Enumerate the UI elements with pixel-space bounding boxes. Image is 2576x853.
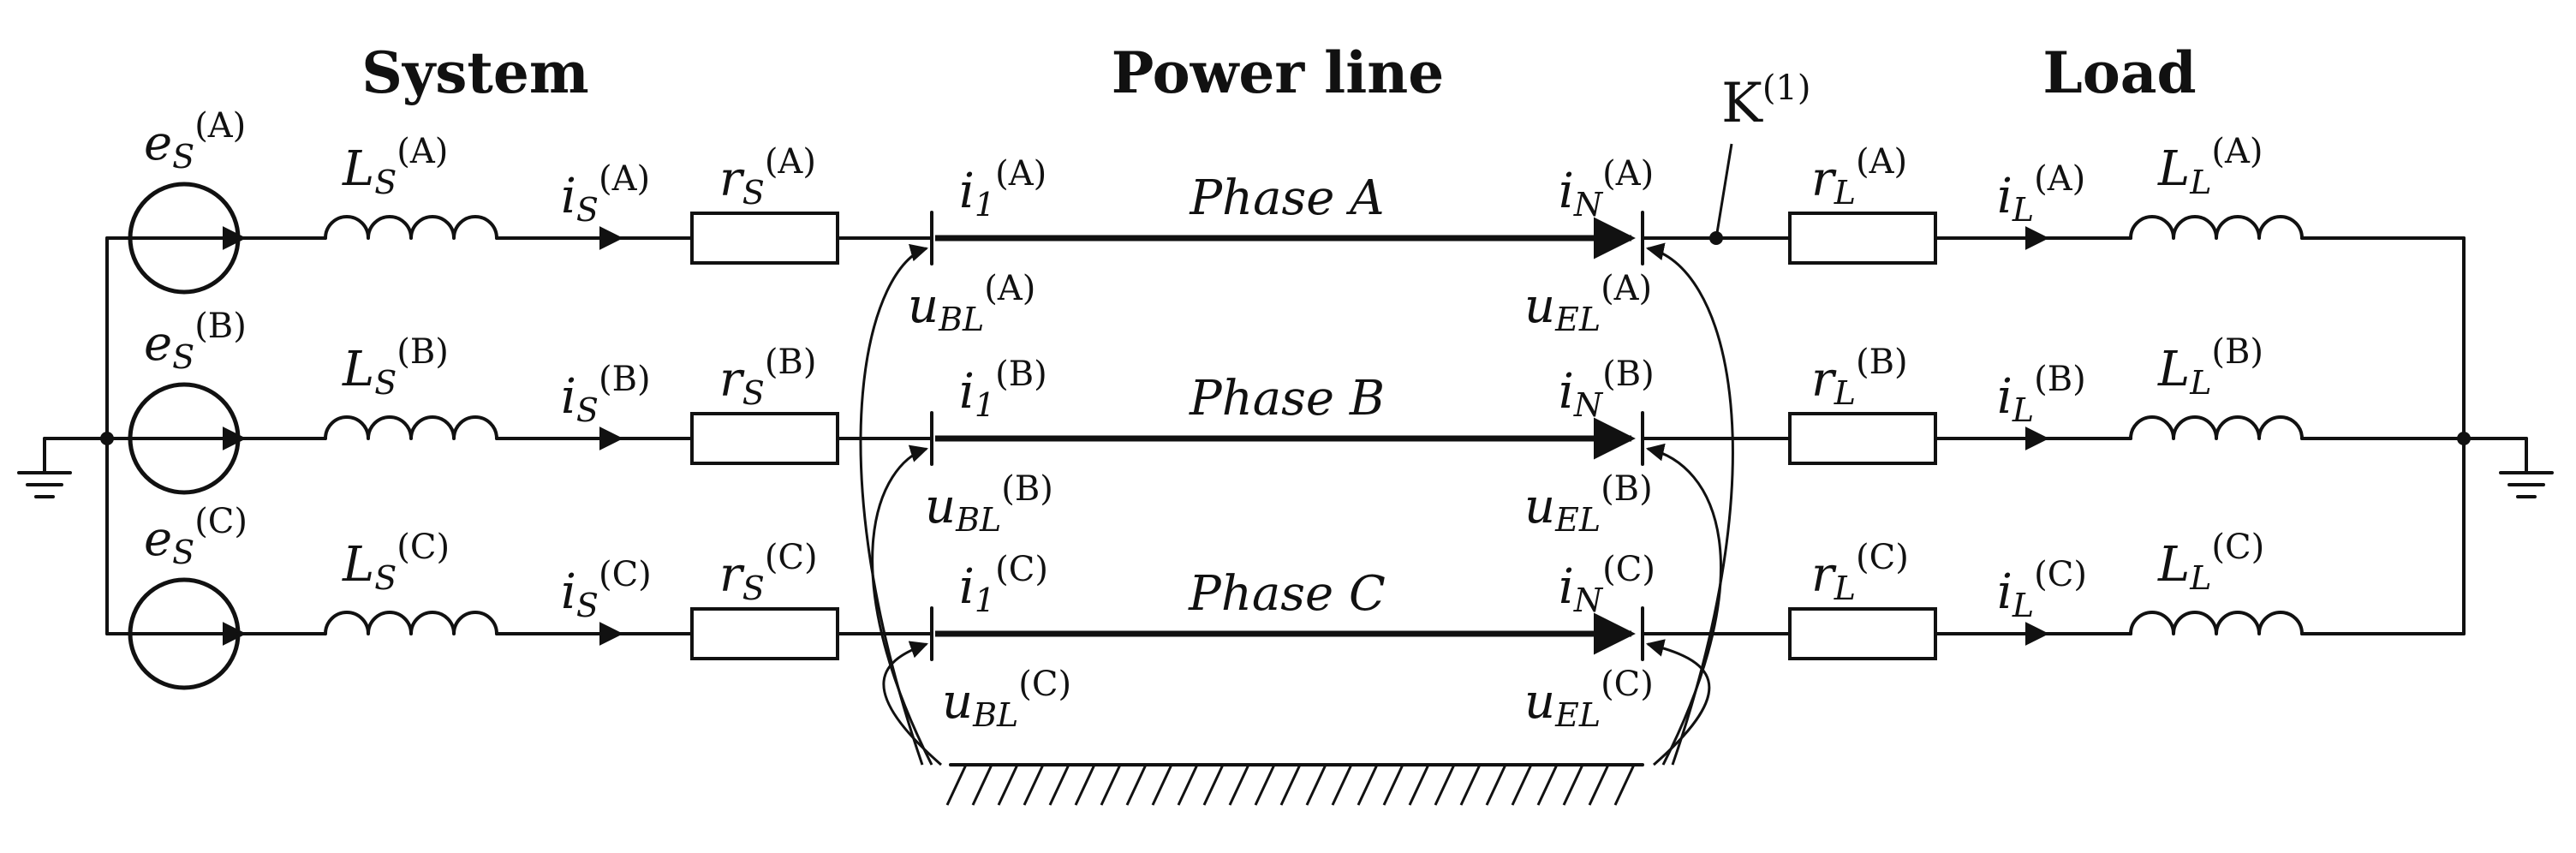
system-inductance-label: LS(B) [342,332,449,402]
load-current-label: iL(B) [1997,360,2086,429]
phase-label: Phase B [1189,371,1385,426]
right-neutral-bus [2457,236,2528,635]
earth-hatching [945,763,1644,806]
line-end-voltage-label: uEL(B) [1524,469,1653,539]
system-current-label: iS(C) [561,555,652,624]
right-ground-icon [2499,437,2554,498]
system-inductance-label: LS(C) [342,528,450,597]
load-inductor-icon [2129,611,2304,635]
line-end-current-label: iN(B) [1559,355,1655,424]
line-start-current-label: i1(C) [959,550,1048,619]
system-inductor-icon [324,415,498,440]
power-line-heading: Power line [1112,39,1445,106]
source-emf-label: eS(B) [144,307,247,376]
system-current-label: iS(B) [561,360,651,429]
system-inductor-icon [324,611,498,635]
system-resistor-icon [690,212,839,265]
phase-row-a: eS(A) LS(A) iS(A) rS(A) i1(A) uBL(A) Phase A iN… [105,106,2466,766]
line-start-voltage-label: uBL(C) [942,665,1071,734]
load-heading: Load [2042,39,2196,106]
load-inductance-label: LL(B) [2157,332,2263,402]
line-start-current-label: i1(A) [959,154,1046,224]
load-current-label: iL(A) [1997,159,2085,229]
fault-label: K(1) [1721,69,1810,135]
line-start-voltage-label: uBL(B) [925,469,1053,539]
system-inductance-label: LS(A) [342,132,448,201]
system-resistor-icon [690,412,839,465]
load-inductance-label: LL(C) [2157,528,2264,597]
phase-label: Phase A [1189,170,1384,226]
system-current-label: iS(A) [561,159,650,229]
load-resistor-icon [1788,212,1937,265]
left-neutral-bus [43,236,114,635]
system-resistor-icon [690,607,839,660]
system-resistance-label: rS(C) [719,538,818,607]
load-resistance-label: rL(A) [1811,142,1907,212]
load-resistance-label: rL(C) [1811,538,1909,607]
line-end-current-label: iN(A) [1559,154,1654,224]
line-end-voltage-label: uEL(C) [1524,665,1654,734]
left-ground-icon [17,437,72,498]
line-end-voltage-label: uEL(A) [1524,269,1652,338]
line-start-current-label: i1(B) [959,355,1047,424]
source-emf-label: eS(A) [144,106,246,176]
system-resistance-label: rS(A) [719,142,816,212]
load-inductance-label: LL(A) [2157,132,2263,201]
line-start-voltage-label: uBL(A) [908,269,1035,338]
load-resistor-icon [1788,412,1937,465]
load-resistance-label: rL(B) [1811,343,1908,412]
load-inductor-icon [2129,415,2304,440]
phase-row-c: eS(C) LS(C) iS(C) rS(C) i1(C) uBL(C) Phase C iN… [105,502,2466,767]
system-resistance-label: rS(B) [719,343,816,412]
load-inductor-icon [2129,215,2304,240]
source-emf-label: eS(C) [144,502,247,571]
system-inductor-icon [324,215,498,240]
line-end-current-label: iN(C) [1559,550,1655,619]
system-heading: System [361,39,588,106]
load-resistor-icon [1788,607,1937,660]
phase-row-b: eS(B) LS(B) iS(B) rS(B) i1(B) uBL(B) Phase B iN… [105,307,2466,766]
phase-label: Phase C [1188,566,1386,622]
fault-point [1709,143,1733,245]
load-current-label: iL(C) [1997,555,2087,624]
